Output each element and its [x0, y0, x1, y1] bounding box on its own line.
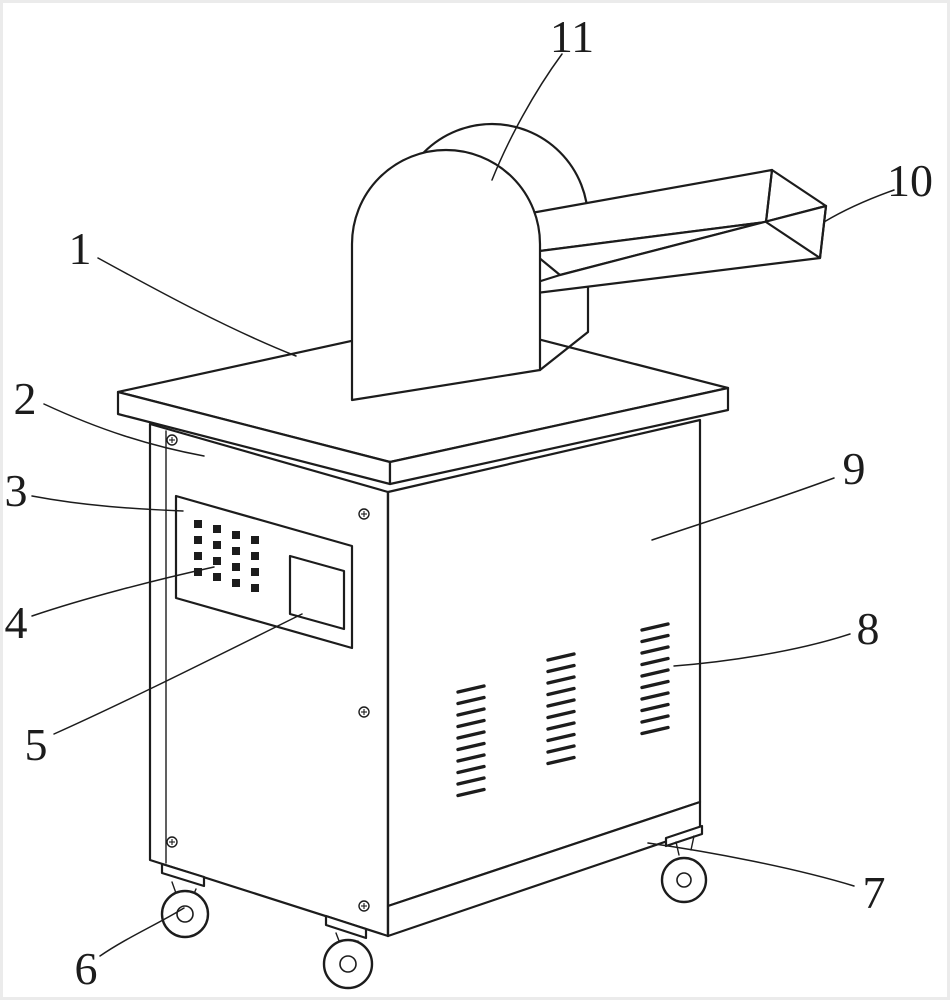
callout-label-5: 5: [25, 719, 48, 770]
callout-2: 2: [14, 373, 205, 457]
work-table: [116, 316, 730, 486]
vent-slots-left: [456, 684, 486, 798]
vent-slots: [456, 622, 670, 798]
caster-front-left: [160, 862, 210, 939]
callout-10: 10: [823, 155, 933, 223]
vent-slots-right: [640, 622, 670, 736]
callouts: 1 2 3 4 5 6 7 8: [5, 11, 934, 994]
callout-label-2: 2: [14, 373, 37, 424]
leader-line-11: [491, 53, 563, 181]
callout-label-8: 8: [857, 603, 880, 654]
callout-3: 3: [5, 465, 184, 516]
leader-line-4: [31, 566, 215, 617]
hopper-mouth: [764, 168, 828, 260]
wheel-hub: [339, 955, 357, 973]
callout-label-9: 9: [843, 443, 866, 494]
leader-line-9: [651, 477, 835, 541]
leader-line-10: [823, 189, 895, 223]
screw-icon: [166, 836, 178, 848]
vent-slots-middle: [546, 652, 576, 766]
callout-9: 9: [651, 443, 866, 541]
callout-label-10: 10: [887, 155, 933, 206]
callout-11: 11: [491, 11, 594, 181]
callout-label-3: 3: [5, 465, 28, 516]
leader-line-8: [673, 633, 851, 667]
button-grid: [194, 520, 259, 592]
leader-line-6: [99, 907, 185, 957]
callout-4: 4: [5, 566, 215, 648]
callout-label-6: 6: [75, 943, 98, 994]
blower-housing: [350, 148, 542, 402]
callout-label-1: 1: [69, 223, 92, 274]
callout-label-11: 11: [550, 11, 594, 62]
display-screen: [288, 554, 346, 631]
feed-hopper: [478, 168, 828, 302]
housing-front-face: [350, 148, 542, 402]
casters: [160, 824, 708, 990]
callout-1: 1: [69, 223, 297, 357]
wheel-hub: [176, 905, 194, 923]
leader-line-7: [647, 842, 855, 887]
screw-icon: [166, 434, 178, 446]
screw-icon: [358, 706, 370, 718]
screw-icon: [358, 900, 370, 912]
caster-front-center: [322, 914, 374, 990]
caster-right: [660, 824, 708, 904]
wheel-hub: [676, 872, 692, 888]
control-panel: [174, 494, 354, 650]
cabinet: [148, 418, 702, 938]
callout-label-4: 4: [5, 597, 28, 648]
leader-line-2: [43, 403, 205, 457]
callout-7: 7: [647, 842, 886, 918]
leader-line-5: [53, 613, 303, 735]
table-edge-right: [388, 386, 730, 486]
callout-8: 8: [673, 603, 880, 667]
callout-5: 5: [25, 613, 303, 770]
screw-icon: [358, 508, 370, 520]
leader-line-3: [31, 495, 184, 512]
callout-label-7: 7: [863, 867, 886, 918]
leader-line-1: [97, 257, 297, 357]
callout-6: 6: [75, 907, 185, 994]
